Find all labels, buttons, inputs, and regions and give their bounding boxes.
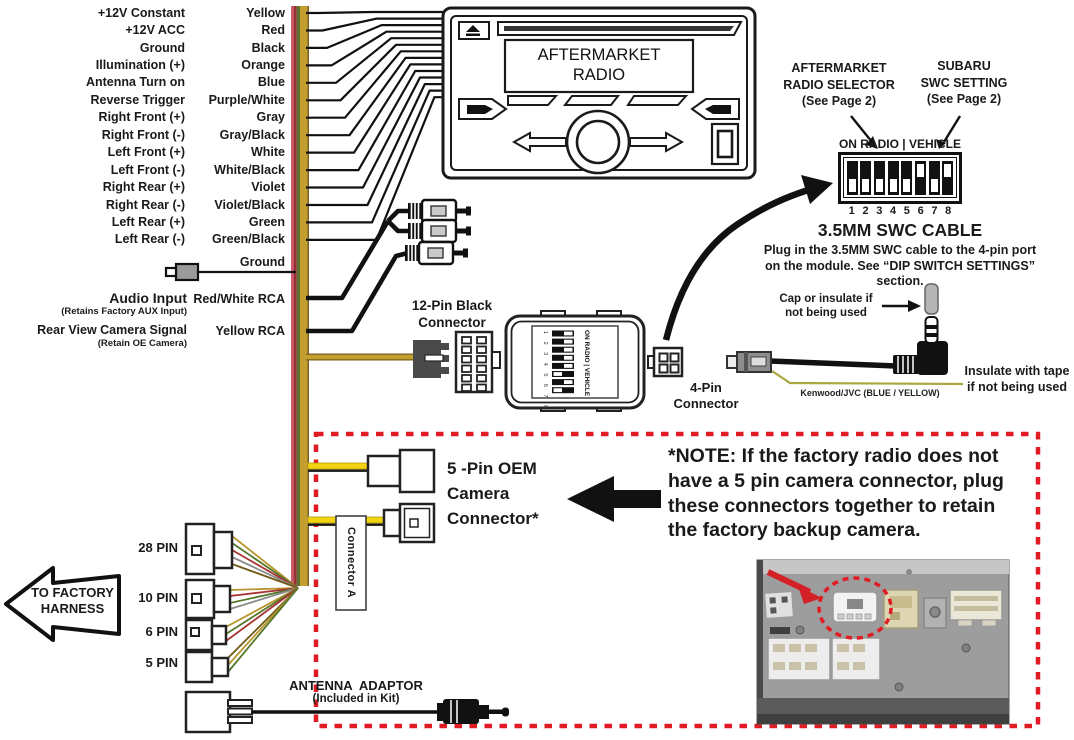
radio-display: AFTERMARKET RADIO	[537, 46, 661, 84]
note-dashed-box	[313, 431, 1041, 729]
dip-header: ON RADIO | VEHICLE	[838, 137, 962, 151]
dip-switch-3	[873, 160, 885, 195]
dip-switch-1	[846, 160, 858, 195]
twelve-pin-wire	[306, 353, 413, 361]
factory-connector-fans	[225, 535, 299, 673]
swc-cable-icon	[726, 283, 948, 375]
kenwood-wire	[771, 370, 964, 386]
factory-radio-photo	[756, 559, 1010, 725]
pin10-label: 10 PIN	[138, 590, 178, 605]
wire-row: Right Rear (+)Violet	[102, 180, 285, 195]
camera-signal-sub: (Retain OE Camera)	[97, 338, 187, 349]
four-pin-label: 4-Pin Connector	[673, 380, 739, 412]
pin5-label: 5 PIN	[145, 655, 178, 670]
radio-icon	[441, 6, 757, 180]
note-arrow	[567, 476, 661, 522]
twelve-pin-white-connector-icon	[454, 330, 501, 394]
four-pin-connector-icon	[647, 346, 684, 378]
wire-row: Left Rear (-)Green/Black	[114, 232, 285, 247]
pin6-label: 6 PIN	[145, 624, 178, 639]
swc-cable-instructions: Plug in the 3.5MM SWC cable to the 4-pin…	[763, 243, 1037, 289]
note-text: *NOTE: If the factory radio does not hav…	[668, 445, 1004, 542]
wire-row: Left Front (-)White/Black	[110, 162, 285, 177]
wire-row: Illumination (+)Orange	[95, 58, 285, 73]
note-prefix: *NOTE:	[668, 445, 737, 467]
camera-signal-label: Rear View Camera Signal	[37, 323, 187, 337]
camera-connector-1-icon	[366, 448, 436, 494]
photo-dashed-circle	[817, 576, 893, 640]
wire-row: Left Rear (+)Green	[111, 214, 285, 229]
twelve-pin-black-connector-icon	[413, 340, 449, 378]
audio-input-sub: (Retains Factory AUX Input)	[61, 306, 187, 317]
dip-switch-6	[914, 160, 926, 195]
pin28-label: 28 PIN	[138, 540, 178, 555]
factory-harness-arrow	[4, 566, 121, 642]
antenna-adaptor-icon	[184, 690, 509, 734]
ground-terminal-icon	[164, 262, 296, 282]
dip-switch-8	[942, 160, 954, 195]
insulate-note: Insulate with tape if not being used	[964, 364, 1070, 394]
curved-arrow-to-dip	[662, 175, 833, 341]
factory-connector-icons	[184, 522, 234, 684]
module-dip-switches	[552, 330, 574, 394]
audio-input-color: Red/White RCA	[193, 292, 285, 306]
kenwood-note: Kenwood/JVC (BLUE / YELLOW)	[800, 388, 940, 398]
wire-row: Left Front (+)White	[107, 145, 285, 160]
antenna-adaptor-sub: (Included in Kit)	[312, 693, 400, 705]
antenna-adaptor-title: ANTENNA ADAPTOR	[289, 678, 423, 693]
dip-switch-2	[860, 160, 872, 195]
radio-wire-fan	[306, 10, 446, 241]
wire-row: Right Front (+)Gray	[98, 110, 285, 125]
five-pin-oem-label: 5 -Pin OEM Camera Connector*	[447, 459, 539, 529]
connector-a-box	[335, 515, 367, 611]
factory-harness-label: TO FACTORY HARNESS	[31, 585, 114, 617]
camera-connector-2-icon	[382, 502, 436, 544]
svg-text:1 2 3 4 5 6 7 8: 1 2 3 4 5 6 7 8	[542, 331, 548, 411]
wire-row: Right Front (-)Gray/Black	[101, 127, 285, 142]
dip-switch-7	[928, 160, 940, 195]
twelve-pin-label: 12-Pin Black Connector	[411, 298, 493, 330]
audio-input-label: Audio Input	[109, 290, 187, 306]
dip-switch-block	[838, 152, 962, 204]
swc-cable-title: 3.5MM SWC CABLE	[817, 220, 983, 240]
cap-arrow	[882, 300, 921, 312]
dip-switch-4	[887, 160, 899, 195]
dip-switch-5	[901, 160, 913, 195]
ground-label: Ground	[239, 255, 285, 269]
subaru-arrow	[936, 115, 962, 149]
subaru-swc-note: SUBARU SWC SETTING (See Page 2)	[920, 59, 1008, 107]
selector-arrow	[850, 115, 878, 149]
camera-signal-color: Yellow RCA	[215, 324, 285, 338]
connector-a-label: Connector A	[345, 527, 357, 599]
swc-module-icon: 1 2 3 4 5 6 7 8 ON RADIO | VEHICLE	[504, 310, 646, 412]
wire-row: Right Rear (-)Violet/Black	[105, 197, 285, 212]
radio-selector-note: AFTERMARKET RADIO SELECTOR (See Page 2)	[783, 61, 895, 109]
rca-plug-icon	[403, 240, 470, 266]
cap-note: Cap or insulate if not being used	[779, 293, 873, 320]
rca-cables	[306, 208, 409, 334]
rca-plug-icon	[406, 218, 473, 244]
rca-plug-icon	[406, 198, 473, 224]
svg-text:ON RADIO | VEHICLE: ON RADIO | VEHICLE	[583, 330, 590, 397]
